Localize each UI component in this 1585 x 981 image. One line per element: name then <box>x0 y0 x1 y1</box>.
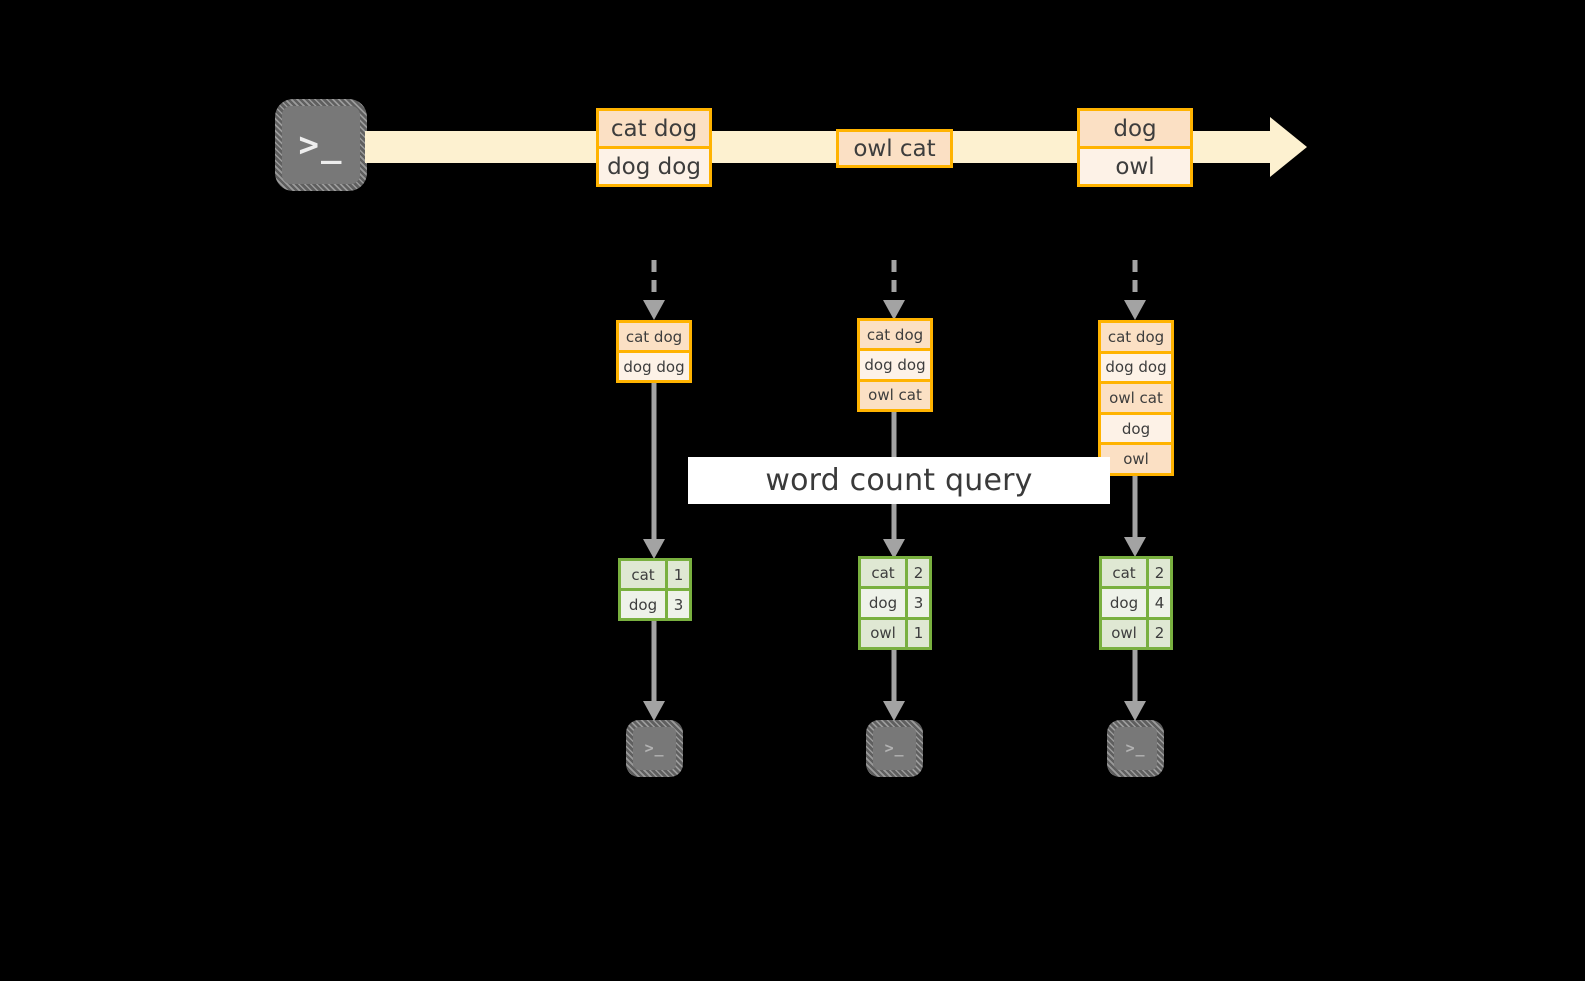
batch-1-query-connector <box>640 383 668 559</box>
batch-input-line: cat dog <box>1101 323 1171 351</box>
result-count: 3 <box>905 589 929 617</box>
batch-3-result-table[interactable]: cat 2 dog 4 owl 2 <box>1099 556 1173 650</box>
terminal-body: >_ <box>873 727 916 770</box>
batch-input-line: owl cat <box>1101 381 1171 412</box>
batch-input-line: owl cat <box>860 378 930 409</box>
table-row: cat 2 <box>861 559 929 587</box>
stream-event-line: cat dog <box>599 111 709 146</box>
batch-1-sink-terminal-icon[interactable]: >_ <box>626 720 683 777</box>
connector-arrow-head <box>883 300 905 320</box>
connector-arrow-head <box>1124 701 1146 721</box>
result-count: 2 <box>905 559 929 587</box>
batch-1-input-box[interactable]: cat dog dog dog <box>616 320 692 383</box>
connector-arrow-head <box>643 539 665 559</box>
terminal-prompt-glyph: >_ <box>298 125 344 165</box>
stream-to-batch-connector-2 <box>880 260 908 320</box>
terminal-body: >_ <box>1114 727 1157 770</box>
stream-event-line: owl cat <box>839 132 950 165</box>
batch-input-line: cat dog <box>860 321 930 349</box>
stream-event-line: dog dog <box>599 146 709 184</box>
connector-shaft <box>891 260 897 292</box>
query-label-band: word count query <box>688 457 1110 504</box>
connector-arrow-head <box>883 539 905 559</box>
connector-shaft <box>891 650 897 701</box>
batch-1-sink-connector <box>640 621 668 721</box>
batch-input-line: cat dog <box>619 323 689 350</box>
table-row: dog 3 <box>621 588 689 618</box>
stream-event-group-3[interactable]: dog owl <box>1077 108 1193 187</box>
batch-input-line: dog dog <box>619 350 689 380</box>
result-word: cat <box>621 561 665 588</box>
stream-event-line: dog <box>1080 111 1190 146</box>
table-row: dog 4 <box>1102 586 1170 617</box>
result-count: 1 <box>665 561 689 588</box>
result-word: owl <box>861 619 905 647</box>
connector-arrow-head <box>883 701 905 721</box>
terminal-prompt-glyph: >_ <box>884 739 905 757</box>
result-count: 1 <box>905 619 929 647</box>
batch-2-sink-terminal-icon[interactable]: >_ <box>866 720 923 777</box>
result-word: owl <box>1102 619 1146 647</box>
terminal-prompt-glyph: >_ <box>1125 739 1146 757</box>
result-word: dog <box>1102 589 1146 617</box>
stream-event-group-2[interactable]: owl cat <box>836 129 953 168</box>
table-row: cat 1 <box>621 561 689 588</box>
connector-shaft <box>651 383 657 539</box>
query-label: word count query <box>765 463 1033 498</box>
result-word: cat <box>1102 559 1146 587</box>
connector-shaft <box>651 621 657 701</box>
stream-source-terminal-icon[interactable]: >_ <box>275 99 367 191</box>
batch-3-sink-connector <box>1121 650 1149 721</box>
table-row: cat 2 <box>1102 559 1170 587</box>
batch-input-line: dog dog <box>860 348 930 379</box>
batch-2-sink-connector <box>880 650 908 721</box>
batch-2-input-box[interactable]: cat dog dog dog owl cat <box>857 318 933 412</box>
batch-input-line: dog dog <box>1101 350 1171 382</box>
connector-arrow-head <box>643 300 665 320</box>
stream-to-batch-connector-3 <box>1121 260 1149 320</box>
batch-1-result-table[interactable]: cat 1 dog 3 <box>618 558 692 621</box>
batch-2-result-table[interactable]: cat 2 dog 3 owl 1 <box>858 556 932 650</box>
terminal-body: >_ <box>282 106 360 184</box>
table-row: dog 3 <box>861 586 929 617</box>
table-row: owl 1 <box>861 616 929 647</box>
result-count: 2 <box>1146 559 1170 587</box>
stream-event-line: owl <box>1080 146 1190 184</box>
batch-3-query-connector <box>1121 476 1149 557</box>
batch-3-sink-terminal-icon[interactable]: >_ <box>1107 720 1164 777</box>
result-word: dog <box>861 589 905 617</box>
batch-3-input-box[interactable]: cat dog dog dog owl cat dog owl <box>1098 320 1174 476</box>
connector-shaft <box>651 260 657 292</box>
batch-input-line: owl <box>1101 442 1171 473</box>
connector-arrow-head <box>1124 537 1146 557</box>
connector-arrow-head <box>643 701 665 721</box>
connector-shaft <box>1132 476 1138 537</box>
batch-input-line: dog <box>1101 411 1171 443</box>
stream-to-batch-connector-1 <box>640 260 668 320</box>
connector-shaft <box>1132 650 1138 701</box>
terminal-body: >_ <box>633 727 676 770</box>
connector-shaft <box>1132 260 1138 292</box>
result-count: 3 <box>665 591 689 618</box>
table-row: owl 2 <box>1102 616 1170 647</box>
stream-event-group-1[interactable]: cat dog dog dog <box>596 108 712 187</box>
result-count: 2 <box>1146 619 1170 647</box>
stream-arrow-head <box>1270 117 1307 177</box>
terminal-prompt-glyph: >_ <box>644 739 665 757</box>
connector-arrow-head <box>1124 300 1146 320</box>
result-word: dog <box>621 591 665 618</box>
result-word: cat <box>861 559 905 587</box>
result-count: 4 <box>1146 589 1170 617</box>
